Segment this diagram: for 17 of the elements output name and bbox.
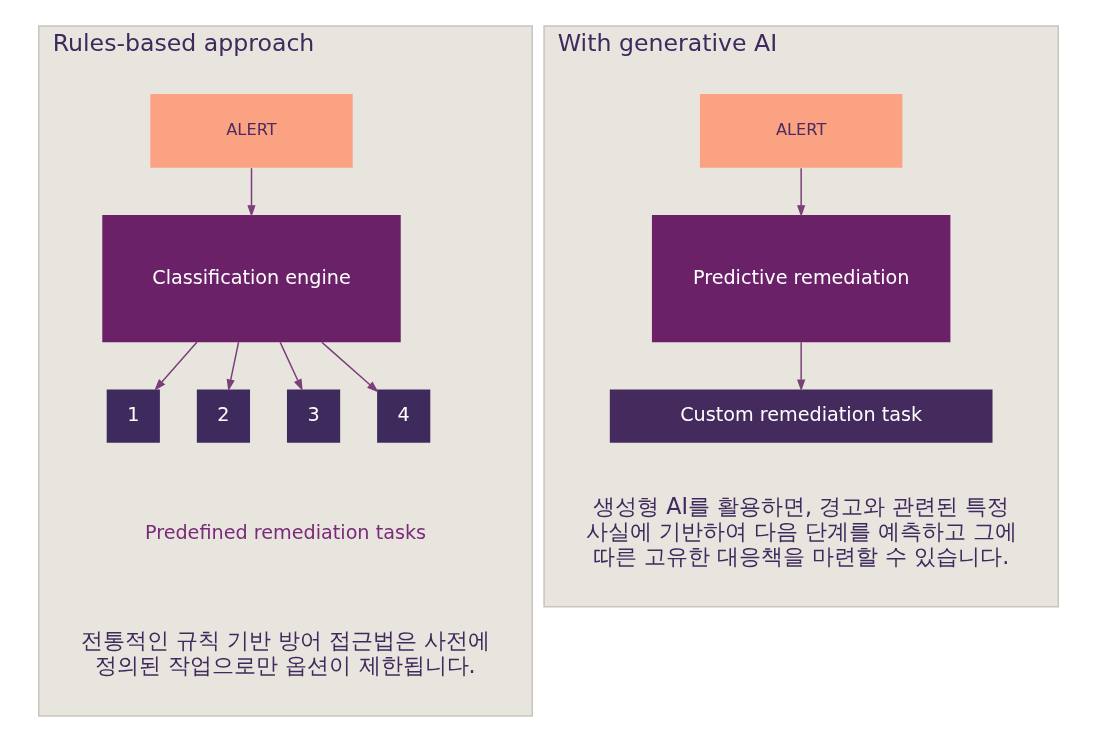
node-box: ALERT [150, 93, 353, 168]
node-box: 3 [286, 389, 341, 443]
node-box: 4 [377, 389, 431, 443]
arrow [797, 167, 806, 217]
node-box: Custom remediation task [609, 389, 993, 443]
node-box: Predictive remediation [651, 215, 951, 343]
arrow [226, 341, 240, 392]
node-box: Classification engine [102, 215, 401, 343]
arrow [279, 341, 303, 392]
arrow [797, 341, 806, 392]
node-box: ALERT [699, 93, 903, 168]
arrow [321, 341, 379, 393]
arrow [154, 341, 198, 391]
arrow [247, 167, 256, 217]
label: Predefined remediation tasks [144, 520, 427, 544]
node-box: 2 [196, 389, 251, 443]
node-box: 1 [106, 389, 160, 443]
